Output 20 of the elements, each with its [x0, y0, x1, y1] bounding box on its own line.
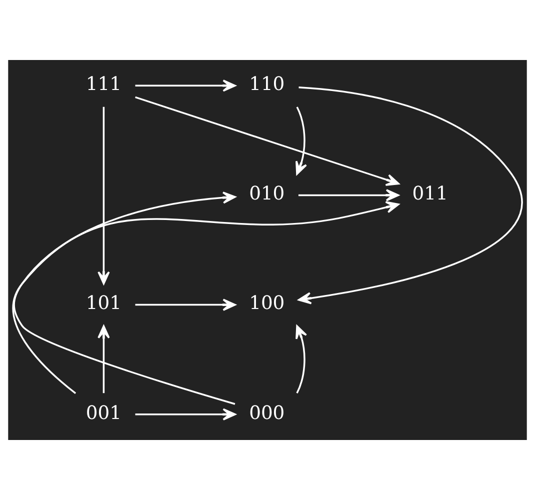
arrow — [296, 325, 308, 394]
arrow — [135, 96, 400, 186]
node-text: 101 — [86, 293, 122, 314]
arrow — [135, 298, 236, 311]
node-text: 001 — [86, 402, 122, 424]
arrow — [13, 192, 236, 405]
arrow — [135, 80, 236, 92]
node-text: 010 — [249, 184, 285, 205]
arrow — [135, 408, 236, 420]
arrow — [98, 325, 110, 394]
arrow — [298, 86, 522, 304]
node-text: 110 — [249, 74, 285, 96]
node-text: 100 — [249, 293, 285, 314]
arrow — [98, 106, 110, 285]
node-text: 011 — [412, 184, 448, 205]
node-text: 000 — [249, 402, 285, 424]
arrow — [12, 201, 400, 394]
node-text: 111 — [86, 74, 122, 96]
arrow — [296, 106, 308, 175]
arrow — [298, 189, 400, 202]
